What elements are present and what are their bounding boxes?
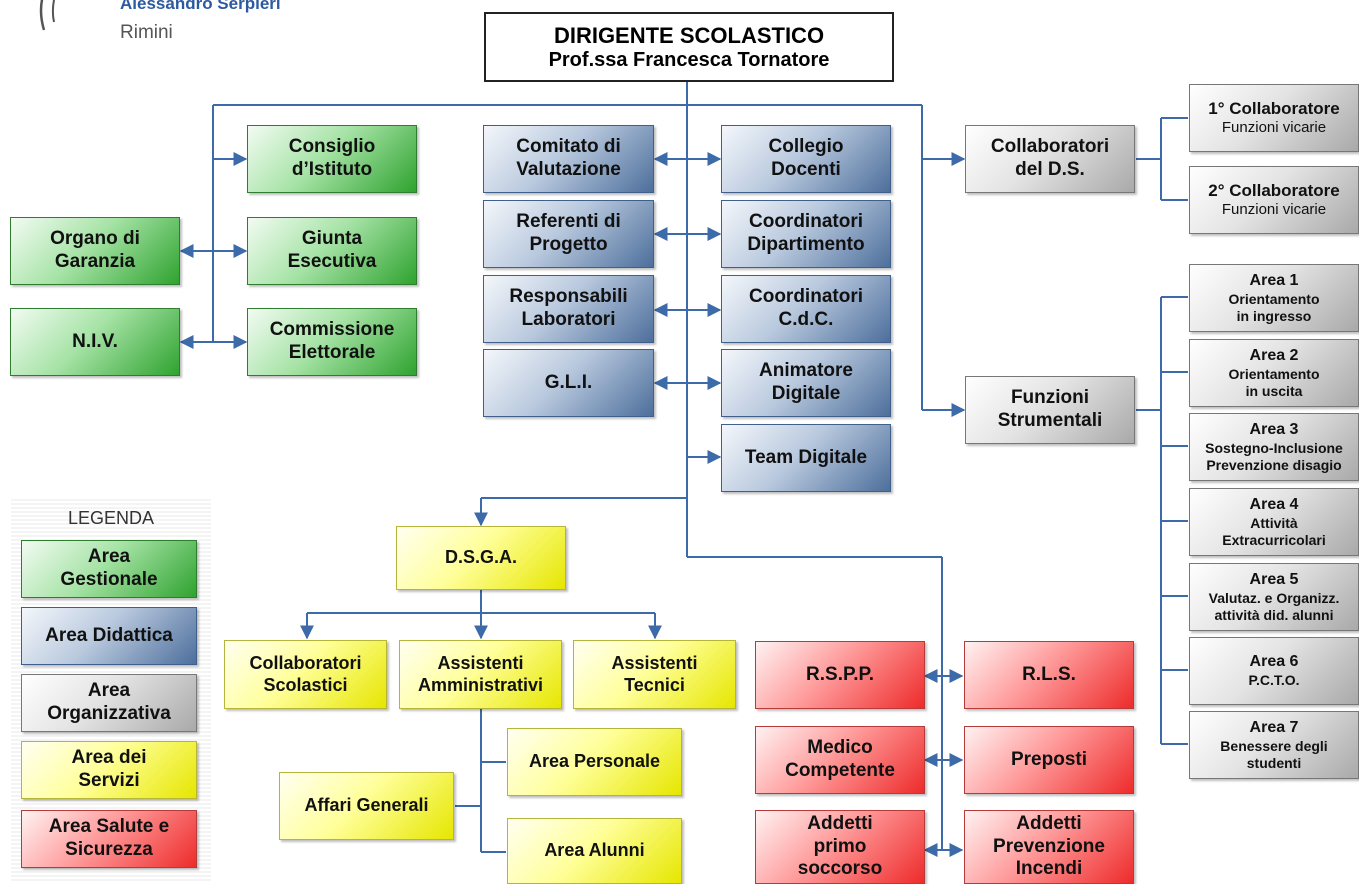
collegio-docenti-box: Collegio Docenti: [721, 125, 891, 193]
area-alunni-box: Area Alunni: [507, 818, 682, 884]
animatore-digitale-box: Animatore Digitale: [721, 349, 891, 417]
legend-area-servizi: Area dei Servizi: [21, 741, 197, 799]
referenti-progetto-box: Referenti di Progetto: [483, 200, 654, 268]
school-logo-icon: [39, 0, 55, 31]
assistenti-tecnici-box: Assistenti Tecnici: [573, 640, 736, 709]
school-name: Alessandro Serpieri: [120, 0, 281, 13]
addetti-primo-soccorso-box: Addetti primo soccorso: [755, 810, 925, 884]
coordinatori-dipartimento-box: Coordinatori Dipartimento: [721, 200, 891, 268]
commissione-elettorale-box: Commissione Elettorale: [247, 308, 417, 376]
responsabili-laboratori-box: Responsabili Laboratori: [483, 275, 654, 343]
legend-area-organizzativa: Area Organizzativa: [21, 674, 197, 732]
consiglio-istituto-box: Consiglio d’Istituto: [247, 125, 417, 193]
funzioni-strumentali-box: Funzioni Strumentali: [965, 376, 1135, 444]
dirigente-box: DIRIGENTE SCOLASTICO Prof.ssa Francesca …: [484, 12, 894, 82]
collaboratori-scolastici-box: Collaboratori Scolastici: [224, 640, 387, 709]
giunta-esecutiva-box: Giunta Esecutiva: [247, 217, 417, 285]
collaboratori-ds-box: Collaboratori del D.S.: [965, 125, 1135, 193]
team-digitale-box: Team Digitale: [721, 424, 891, 492]
assistenti-amministrativi-box: Assistenti Amministrativi: [399, 640, 562, 709]
niv-box: N.I.V.: [10, 308, 180, 376]
medico-competente-box: Medico Competente: [755, 726, 925, 794]
legend-title: LEGENDA: [67, 508, 155, 528]
rspp-box: R.S.P.P.: [755, 641, 925, 709]
preposti-box: Preposti: [964, 726, 1134, 794]
dirigente-name: Prof.ssa Francesca Tornatore: [548, 48, 830, 71]
addetti-prevenzione-incendi-box: Addetti Prevenzione Incendi: [964, 810, 1134, 884]
dsga-box: D.S.G.A.: [396, 526, 566, 590]
legend-area-sicurezza: Area Salute e Sicurezza: [21, 810, 197, 868]
area-personale-box: Area Personale: [507, 728, 682, 796]
dirigente-title: DIRIGENTE SCOLASTICO: [553, 22, 825, 48]
affari-generali-box: Affari Generali: [279, 772, 454, 840]
gli-box: G.L.I.: [483, 349, 654, 417]
legend-area-didattica: Area Didattica: [21, 607, 197, 665]
coordinatori-cdc-box: Coordinatori C.d.C.: [721, 275, 891, 343]
comitato-valutazione-box: Comitato di Valutazione: [483, 125, 654, 193]
organo-garanzia-box: Organo di Garanzia: [10, 217, 180, 285]
school-city: Rimini: [120, 22, 173, 43]
rls-box: R.L.S.: [964, 641, 1134, 709]
legend-area-gestionale: Area Gestionale: [21, 540, 197, 598]
